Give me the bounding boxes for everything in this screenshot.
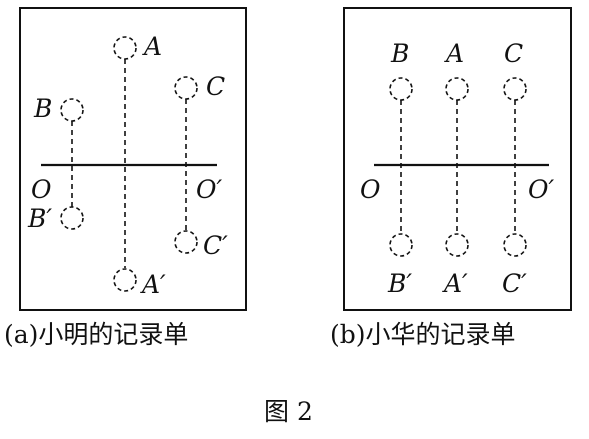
panel-a-label-a-prime: A′ — [140, 270, 166, 299]
panel-b-point-a-prime — [445, 233, 469, 257]
panel-a-point-b — [60, 98, 84, 122]
panel-a-label-b-prime: B′ — [27, 204, 52, 233]
panel-b-label-b-prime: B′ — [387, 269, 412, 298]
panel-b-point-c — [503, 77, 527, 101]
panel-a-point-a — [113, 36, 137, 60]
panel-a-point-b-prime — [60, 206, 84, 230]
panel-a-point-c — [174, 76, 198, 100]
panel-a-label-c: C — [206, 72, 225, 101]
panel-a-axis-label-left: O — [31, 175, 52, 204]
panel-b-label-b: B — [390, 39, 409, 68]
panel-b-label-c-prime: C′ — [502, 269, 527, 298]
panel-a-caption: (a)小明的记录单 — [4, 320, 189, 349]
panel-b: B A C B′ A′ C′ O O′ — [343, 7, 572, 311]
panel-b-frame — [343, 7, 572, 311]
panel-b-axis-label-right: O′ — [528, 175, 554, 204]
panel-a-axis-label-right: O′ — [196, 175, 222, 204]
panel-a-point-a-prime — [113, 268, 137, 292]
panel-a: A A′ B B′ C C′ O O′ — [19, 7, 247, 311]
panel-b-caption: (b)小华的记录单 — [330, 320, 516, 349]
panel-b-label-a: A — [444, 39, 464, 68]
panel-a-label-c-prime: C′ — [203, 231, 228, 260]
panel-b-point-c-prime — [503, 233, 527, 257]
figure-title: 图 2 — [264, 397, 313, 426]
panel-b-axis-label-left: O — [360, 175, 381, 204]
panel-b-label-a-prime: A′ — [442, 269, 468, 298]
panel-a-label-b: B — [33, 94, 52, 123]
panel-a-label-a: A — [142, 32, 162, 61]
panel-a-point-c-prime — [174, 230, 198, 254]
panel-b-label-c: C — [504, 39, 523, 68]
panel-b-point-a — [445, 77, 469, 101]
panel-b-point-b-prime — [389, 233, 413, 257]
panel-b-point-b — [389, 77, 413, 101]
panel-a-frame — [19, 7, 247, 311]
